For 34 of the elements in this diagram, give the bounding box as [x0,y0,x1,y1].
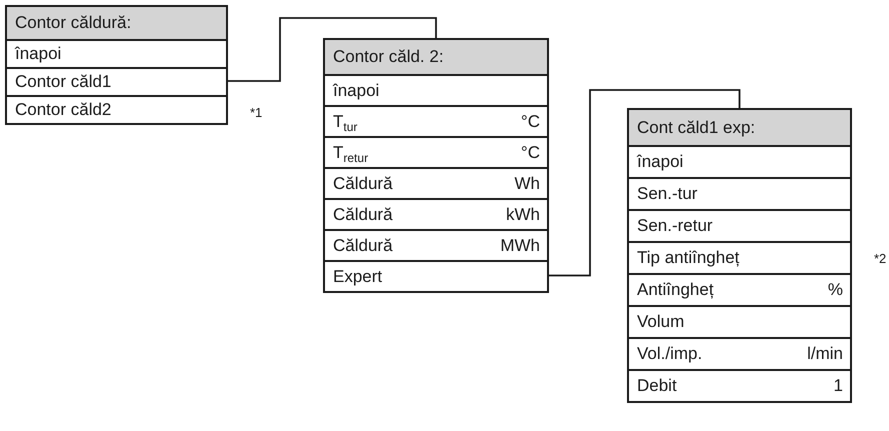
menu-text: % [828,280,843,300]
menu-text: Volum [637,312,684,332]
menu-text: înapoi [333,80,380,100]
menu-text: înapoi [637,152,684,172]
menu-text: Vol./imp. [637,344,702,364]
menu-text: °C [520,142,540,162]
connector-line [547,89,740,276]
menu-text: Expert [333,266,382,286]
menu-text: înapoi [15,44,62,64]
footnote-mark: *1 [250,105,262,120]
menu-text: Contor căldură: [15,13,132,33]
menu-text: kWh [506,204,540,224]
menu-text: Contor căld. 2: [333,47,444,67]
menu-text: Cont căld1 exp: [637,118,756,138]
footnote-mark: *2 [874,251,886,266]
menu-text: Căldură [333,236,393,256]
menu-text: °C [520,112,540,132]
menu-text: Căldură [333,204,393,224]
menu-text: Antiîngheț [637,280,714,300]
menu-text: Tip antiîngheț [637,248,740,268]
menu-text: Contor căld1 [15,72,112,92]
menu-text: Debit [637,376,677,396]
menu-text: Wh [514,174,540,194]
connector-line [226,17,437,82]
menu-text: MWh [500,236,540,256]
menu-text: T$_{tur}$ [333,112,358,132]
menu-text: Sen.-retur [637,216,713,236]
menu-text: T$_{retur}$ [333,142,368,162]
menu-text: Căldură [333,174,393,194]
menu-text: l/min [807,344,843,364]
menu-text: 1 [834,376,843,396]
menu-panel [323,38,549,293]
menu-text: Sen.-tur [637,184,698,204]
menu-text: Contor căld2 [15,100,112,120]
